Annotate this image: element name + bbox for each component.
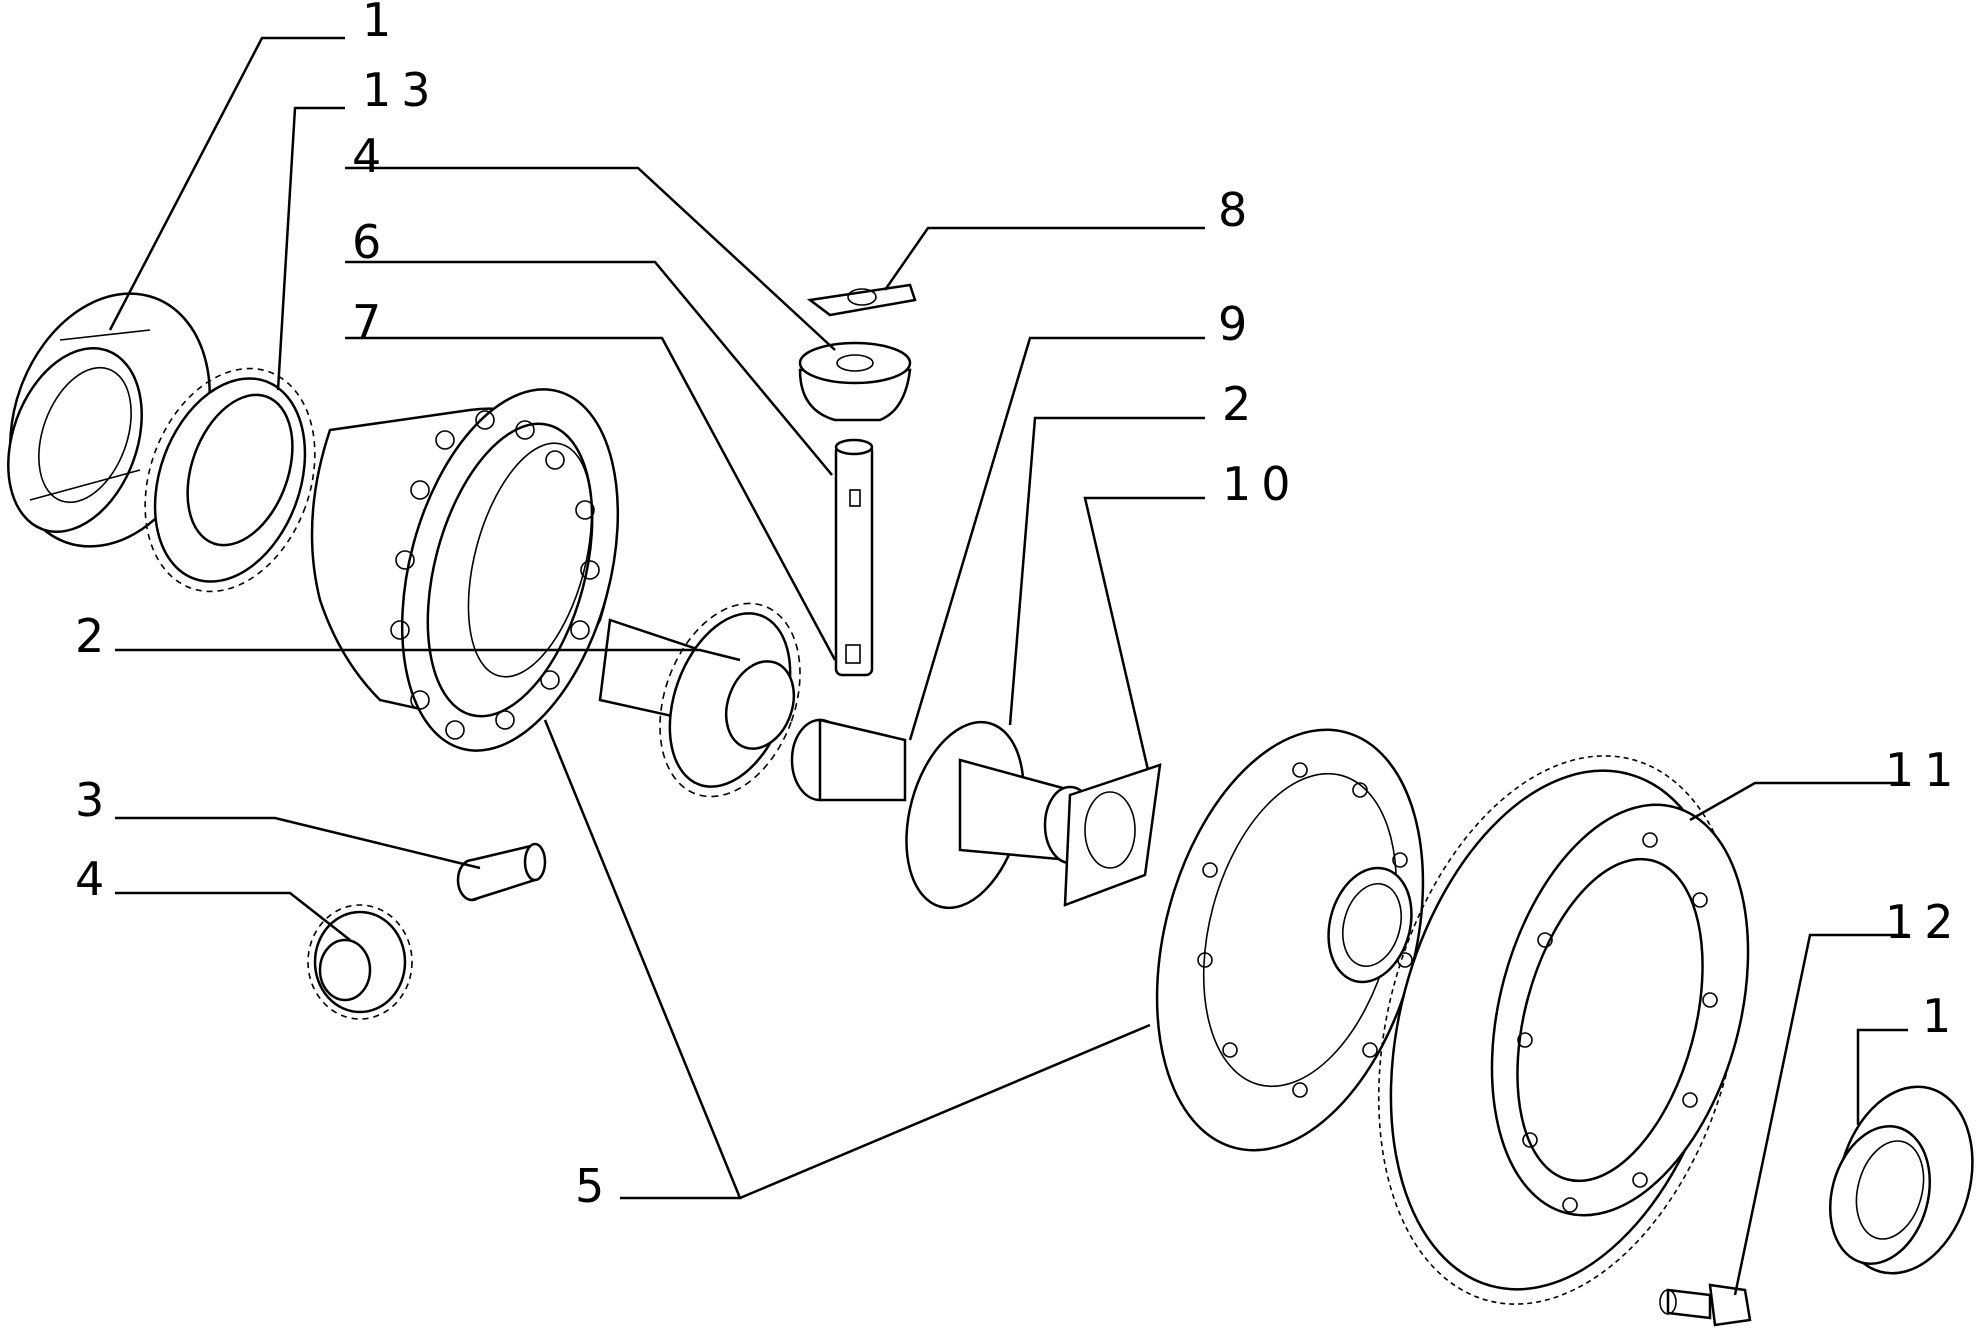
callout-5: 5	[575, 1159, 614, 1213]
ring-gear-small	[144, 367, 316, 593]
callout-13: 13	[362, 63, 441, 117]
callout-9: 9	[1218, 297, 1257, 351]
ring-gear-large	[1377, 755, 1750, 1305]
differential-case	[310, 388, 620, 752]
bolt	[1659, 1283, 1752, 1327]
callout-4-bottom: 4	[75, 852, 114, 906]
side-gear-assembly	[598, 602, 801, 798]
thrust-washer	[806, 283, 917, 317]
callout-labels: 1 13 4 6 7 8 9 2 10 2 3 4 11 12 1 5	[75, 0, 1964, 1213]
callout-2-right: 2	[1222, 377, 1261, 431]
callout-12: 12	[1885, 895, 1964, 949]
callout-11: 11	[1885, 743, 1964, 797]
gasket	[1063, 763, 1162, 907]
callout-3: 3	[75, 773, 114, 827]
bearing-right	[1828, 1085, 1974, 1275]
callout-10: 10	[1222, 457, 1301, 511]
callout-4-top: 4	[352, 129, 391, 183]
callout-8: 8	[1218, 183, 1257, 237]
hub-shaft	[790, 718, 1097, 910]
case-flange	[1155, 728, 1425, 1152]
pinion-gear-top	[798, 341, 912, 422]
pinion-shaft	[834, 438, 874, 677]
callout-2-left: 2	[75, 609, 114, 663]
pinion-gear-bottom	[307, 904, 413, 1020]
small-pin	[456, 842, 547, 902]
leader-lines	[108, 36, 1908, 1296]
callout-1-bottom: 1	[1922, 989, 1961, 1043]
callout-1-top: 1	[362, 0, 401, 47]
callout-6: 6	[352, 215, 391, 269]
bearing-left	[7, 292, 211, 548]
callout-7: 7	[352, 295, 391, 349]
